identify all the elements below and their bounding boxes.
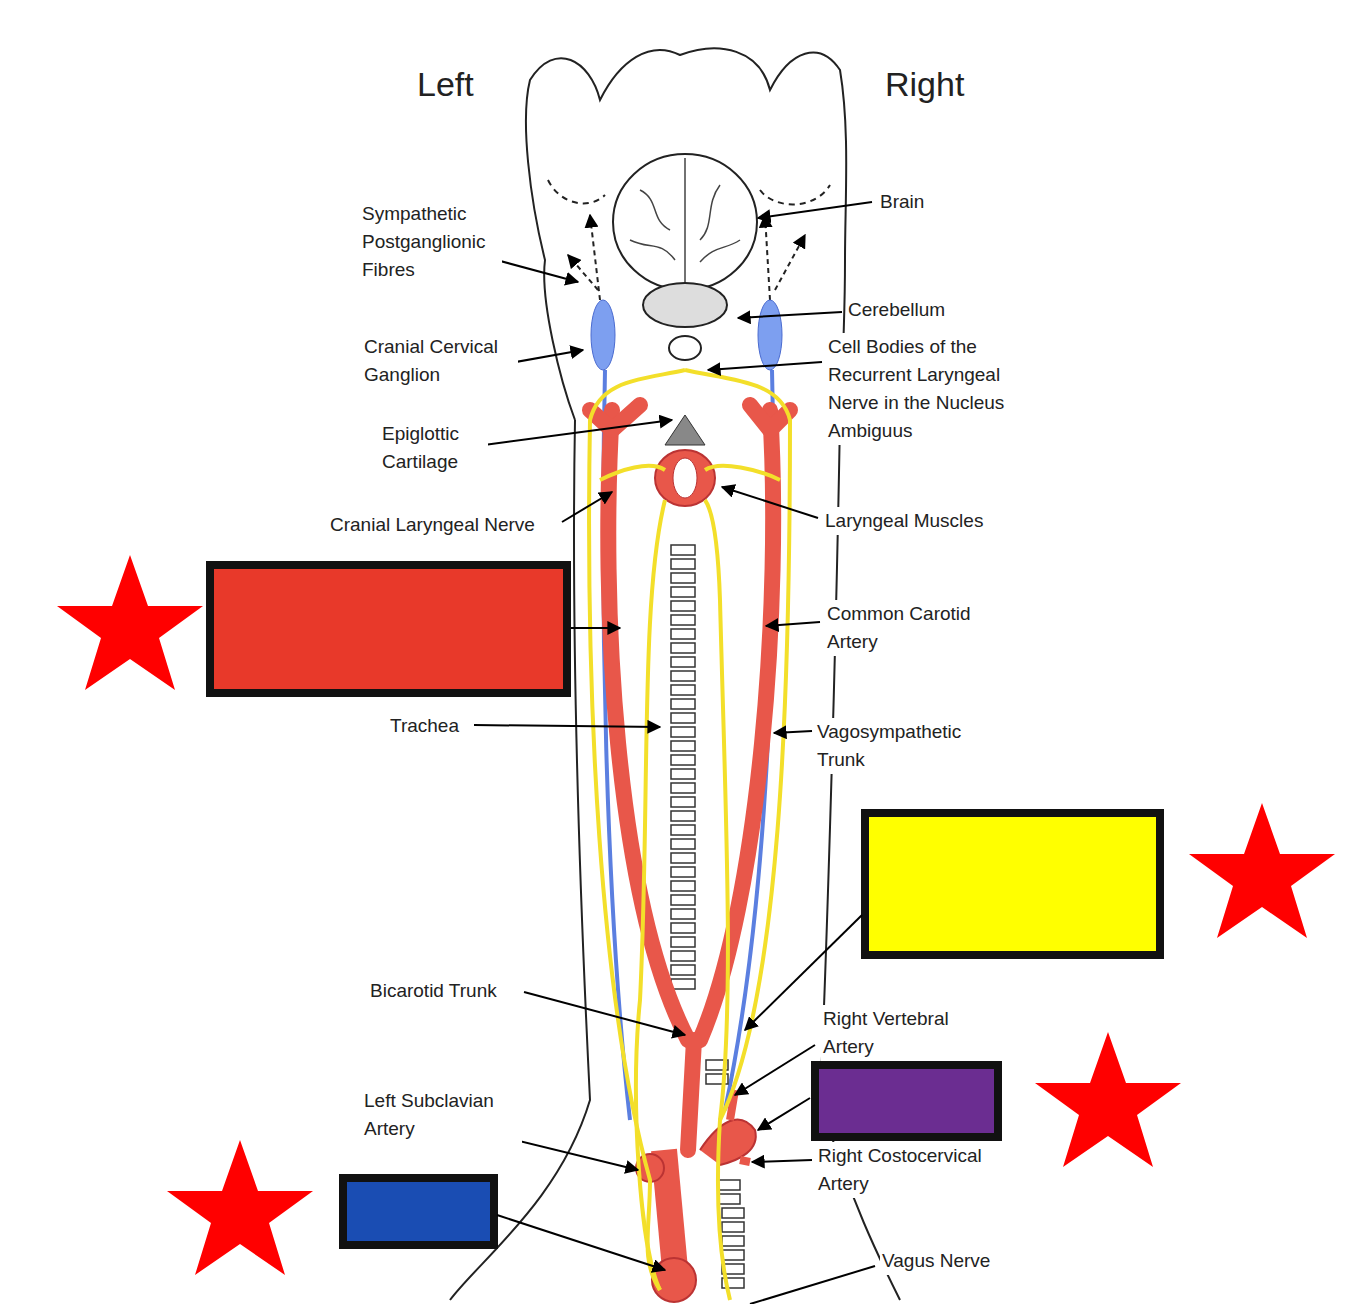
side-heading: Right [883, 62, 966, 106]
part-label: Vagosympathetic Trunk [815, 718, 979, 774]
part-label: Cell Bodies of the Recurrent Laryngeal N… [826, 333, 1026, 445]
part-label: Left Subclavian Artery [362, 1087, 522, 1143]
part-label: Right Costocervical Artery [816, 1142, 1010, 1198]
part-label: Brain [878, 188, 926, 216]
part-label: Sympathetic Postganglionic Fibres [360, 200, 502, 284]
side-heading: Left [415, 62, 476, 106]
part-label: Epiglottic Cartilage [380, 420, 488, 476]
part-label: Bicarotid Trunk [368, 977, 499, 1005]
part-label: Cranial Cervical Ganglion [362, 333, 518, 389]
part-label: Common Carotid Artery [825, 600, 981, 656]
part-label: Trachea [388, 712, 461, 740]
part-label: Laryngeal Muscles [823, 507, 985, 535]
part-label: Right Vertebral Artery [821, 1005, 981, 1061]
part-label: Cranial Laryngeal Nerve [328, 511, 537, 539]
part-label: Vagus Nerve [880, 1247, 992, 1275]
part-label: Cerebellum [846, 296, 947, 324]
